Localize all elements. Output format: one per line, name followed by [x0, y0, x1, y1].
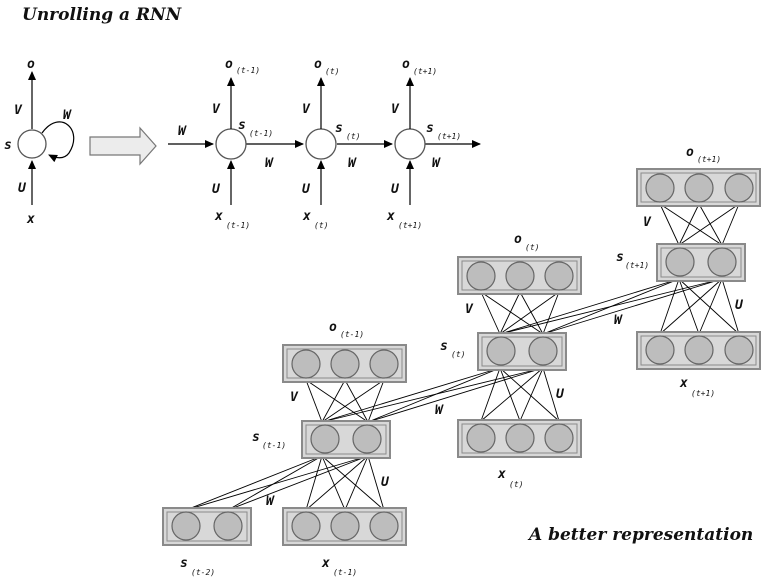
x-t-layer-sub: (t)	[509, 480, 523, 489]
s-t-1-layer-sub: (t-1)	[262, 441, 286, 450]
o-t+1-layer-sub: (t+1)	[697, 155, 721, 164]
folded-s-node	[17, 129, 47, 159]
x-t-1-layer-sub: (t-1)	[333, 568, 357, 577]
s-t-1-layer-label: s	[252, 430, 260, 445]
layer-s-t	[477, 332, 567, 371]
v-label-layer-t-1: V	[290, 390, 299, 405]
s-label-t-1: s	[238, 118, 246, 133]
s-label-t+1: s	[426, 121, 434, 136]
w-label-layer-1: W	[266, 494, 275, 509]
s-label-t: s	[335, 121, 343, 136]
o-label-t-1: o	[225, 57, 233, 72]
u-label-t-1: U	[212, 182, 221, 197]
u-label-layer-t+1: U	[735, 298, 744, 313]
x-t+1-layer-sub: (t+1)	[691, 389, 715, 398]
x-label-t+1: x	[386, 209, 395, 224]
o-sub-t: (t)	[325, 67, 339, 76]
x-sub-t+1: (t+1)	[398, 221, 422, 230]
folded-w-loop	[41, 121, 75, 163]
x-sub-t-1: (t-1)	[226, 221, 250, 230]
o-t+1-layer-label: o	[686, 145, 694, 160]
v-label-layer-t+1: V	[643, 215, 652, 230]
u-label-t+1: U	[391, 182, 400, 197]
layered-network: o (t-1) o (t) o (t+1) s (t-1) s (t) s (t…	[162, 145, 761, 577]
o-t-layer-label: o	[514, 232, 522, 247]
u-label-layer-t: U	[556, 387, 565, 402]
s-node-t	[305, 128, 337, 160]
s-t-layer-sub: (t)	[451, 350, 465, 359]
x-t-layer-label: x	[497, 467, 506, 482]
s-sub-t+1: (t+1)	[437, 132, 461, 141]
o-t-1-layer-label: o	[329, 320, 337, 335]
w-label-3: W	[432, 156, 441, 171]
o-label-t: o	[314, 57, 322, 72]
layer-s-t-2	[162, 507, 252, 546]
o-t-1-layer-sub: (t-1)	[340, 330, 364, 339]
u-label-layer-t-1: U	[381, 475, 390, 490]
folded-w-label: W	[63, 108, 72, 123]
layer-o-t	[457, 256, 582, 295]
layer-s-t+1	[656, 243, 746, 282]
w-label-1: W	[265, 156, 274, 171]
v-label-layer-t: V	[465, 302, 474, 317]
layer-x-t+1	[636, 331, 761, 370]
folded-o-label: o	[27, 57, 35, 72]
s-t-layer-label: s	[440, 339, 448, 354]
unrolled-rnn: W W W W o (t-1) s (t-1) x (t-1) V U o (t…	[168, 57, 481, 230]
w-label-in: W	[178, 124, 187, 139]
w-label-layer-2: W	[435, 403, 444, 418]
o-sub-t-1: (t-1)	[236, 66, 260, 75]
title-better-representation: A better representation	[527, 525, 753, 545]
layer-o-t+1	[636, 168, 761, 207]
folded-u-label: U	[18, 181, 27, 196]
o-t-layer-sub: (t)	[525, 243, 539, 252]
s-sub-t-1: (t-1)	[249, 129, 273, 138]
connections	[185, 203, 740, 511]
title-unrolling: Unrolling a RNN	[22, 5, 183, 25]
unroll-arrow-icon	[89, 126, 157, 166]
layer-x-t	[457, 419, 582, 458]
s-node-t+1	[394, 128, 426, 160]
v-label-t+1: V	[391, 102, 400, 117]
folded-x-label: x	[26, 212, 35, 227]
s-t-2-layer-sub: (t-2)	[191, 568, 215, 577]
x-label-t-1: x	[214, 209, 223, 224]
s-t-2-layer-label: s	[180, 556, 188, 571]
o-label-t+1: o	[402, 57, 410, 72]
layer-x-t-1	[282, 507, 407, 546]
s-node-t-1	[215, 128, 247, 160]
s-t+1-layer-label: s	[616, 250, 624, 265]
layer-o-t-1	[282, 344, 407, 383]
o-sub-t+1: (t+1)	[413, 67, 437, 76]
x-t-1-layer-label: x	[321, 556, 330, 571]
v-label-t: V	[302, 102, 311, 117]
folded-s-label: s	[4, 138, 12, 153]
x-t+1-layer-label: x	[679, 376, 688, 391]
folded-rnn: o s x V W U	[4, 57, 75, 227]
v-label-t-1: V	[212, 102, 221, 117]
folded-v-label: V	[14, 103, 23, 118]
x-label-t: x	[302, 209, 311, 224]
s-t+1-layer-sub: (t+1)	[625, 261, 649, 270]
u-label-t: U	[302, 182, 311, 197]
s-sub-t: (t)	[346, 132, 360, 141]
layer-s-t-1	[301, 420, 391, 459]
w-label-layer-3: W	[614, 313, 623, 328]
w-label-2: W	[348, 156, 357, 171]
x-sub-t: (t)	[314, 221, 328, 230]
